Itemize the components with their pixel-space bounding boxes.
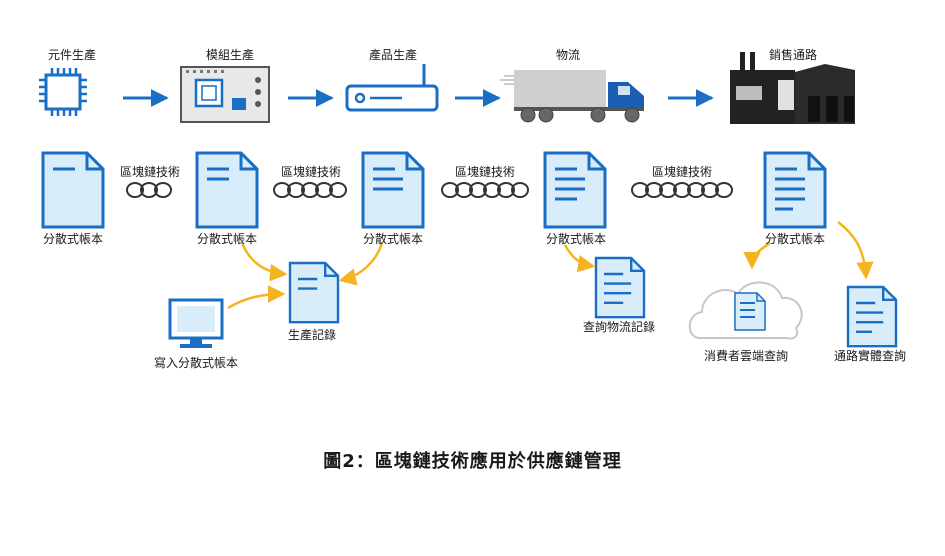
- ledger-label-1: 分散式帳本: [42, 232, 104, 246]
- factory-icon: [730, 52, 855, 124]
- circuit-board-icon: [180, 66, 270, 123]
- ledger-doc-3: [361, 151, 425, 229]
- blockchain-label-2: 區塊鏈技術: [280, 165, 342, 179]
- arrow-ledger3-to-record: [338, 242, 384, 286]
- ledger-label-3: 分散式帳本: [362, 232, 424, 246]
- production-record-doc: [288, 261, 340, 324]
- write-ledger-label: 寫入分散式帳本: [153, 356, 239, 370]
- arrow-ledger4-to-query: [563, 244, 596, 273]
- chain-icon-2: [273, 182, 347, 198]
- ledger-doc-5: [763, 151, 827, 229]
- chain-icon-3: [441, 182, 529, 198]
- ledger-label-2: 分散式帳本: [196, 232, 258, 246]
- ledger-label-5: 分散式帳本: [764, 232, 826, 246]
- channel-query-doc: [846, 285, 898, 348]
- chain-icon-1: [126, 182, 172, 198]
- arrow-ledger5-to-channel: [837, 221, 874, 280]
- channel-query-label: 通路實體查詢: [833, 349, 907, 363]
- stage-label-component: 元件生產: [47, 48, 97, 62]
- ledger-doc-4: [543, 151, 607, 229]
- arrow-ledger2-to-record: [240, 242, 288, 282]
- chip-icon: [39, 68, 87, 116]
- ledger-doc-1: [41, 151, 105, 229]
- logistics-query-label: 查詢物流記錄: [582, 320, 656, 334]
- chain-icon-4: [631, 182, 733, 198]
- monitor-icon: [168, 298, 224, 348]
- figure-caption: 圖2：區塊鏈技術應用於供應鏈管理: [323, 451, 622, 472]
- production-record-label: 生產記錄: [287, 328, 337, 342]
- cloud-icon: [688, 281, 803, 340]
- stage-label-module: 模組生產: [205, 48, 255, 62]
- blockchain-label-1: 區塊鏈技術: [119, 165, 181, 179]
- stage-label-logistics: 物流: [555, 48, 581, 62]
- truck-icon: [500, 70, 644, 123]
- stage-label-sales: 銷售通路: [768, 48, 818, 62]
- router-icon: [345, 64, 439, 112]
- ledger-doc-2: [195, 151, 259, 229]
- logistics-record-doc: [594, 256, 646, 319]
- blockchain-label-3: 區塊鏈技術: [454, 165, 516, 179]
- ledger-label-4: 分散式帳本: [545, 232, 607, 246]
- consumer-query-label: 消費者雲端查詢: [703, 349, 789, 363]
- arrow-monitor-to-record: [227, 285, 286, 310]
- arrow-ledger5-to-cloud: [743, 241, 771, 270]
- blockchain-label-4: 區塊鏈技術: [651, 165, 713, 179]
- stage-label-product: 產品生產: [368, 48, 418, 62]
